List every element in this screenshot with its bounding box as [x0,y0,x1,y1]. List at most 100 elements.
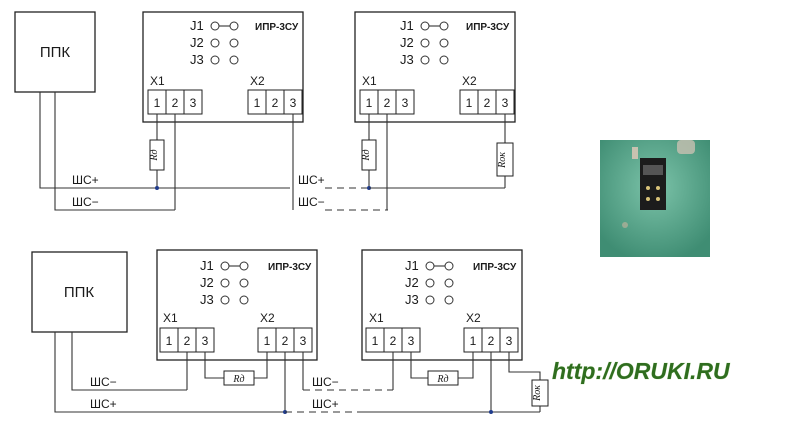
terminal-number: 2 [384,96,391,110]
jumper-pin [444,295,454,305]
jumper-label-j1: J1 [190,18,204,33]
junction-dot [155,186,159,190]
terminal-number: 3 [190,96,197,110]
connector-x1-label: X1 [150,74,165,88]
bottom-wiring: Rд ШС− ШС+ ШС− ШС+ Rд Rок [54,332,549,414]
device-label: ИПР-3СУ [466,22,510,33]
wire-minus [71,332,187,391]
jumper-pin [425,261,435,271]
resistor-rd-label: Rд [149,149,160,161]
wire-rd [458,352,474,379]
terminal-number: 2 [184,334,191,348]
resistor-rok-label: Rок [532,385,543,402]
device-label: ИПР-3СУ [473,262,517,273]
jumper-label-j3: J3 [200,292,214,307]
terminal-number: 1 [372,334,379,348]
resistor-rok-label: Rок [497,152,508,169]
jumper-pin [439,55,449,65]
device-label: ИПР-3СУ [255,22,299,33]
wire-minus [54,92,175,211]
jumper-pin [444,278,454,288]
jumper-pin [239,261,249,271]
jumper-pin [425,278,435,288]
ppk-label: ППК [40,44,71,61]
connector-x2-label: X2 [466,311,481,325]
terminal-number: 2 [488,334,495,348]
wire-rok [508,352,541,380]
jumper-pin [229,55,239,65]
connector-x1-label: X1 [163,311,178,325]
jumper-pin [210,55,220,65]
resistor-rd-label: Rд [232,374,244,385]
ppk-box [31,251,128,333]
jumper-pin [239,295,249,305]
terminal-number: 1 [466,96,473,110]
top-wiring: Rд ШС+ ШС− ШС+ ШС− Rд Rок [39,92,514,211]
jumper-pin [420,55,430,65]
resistor-rd-label: Rд [361,149,372,161]
wire-rd [254,352,268,379]
wire-plus-label: ШС+ [72,173,99,187]
jumper-pin [656,186,660,190]
photo-detail [622,222,628,228]
jumper-pin [646,186,650,190]
photo-detail [632,147,638,159]
wire-rd [204,352,224,379]
terminal-number: 3 [502,96,509,110]
wire-plus-label-2: ШС+ [298,173,325,187]
wire-plus [39,92,290,189]
terminal-number: 2 [282,334,289,348]
terminal-number: 2 [272,96,279,110]
device-1: J1 J2 J3 ИПР-3СУ X1 X2 1 2 3 1 2 3 [142,11,304,123]
junction-dot [489,410,493,414]
jumper-pin [239,278,249,288]
terminal-number: 1 [366,96,373,110]
photo-detail [677,140,695,154]
terminal-x1-3 [395,89,415,115]
jumper-pin [444,261,454,271]
connector-x2-label: X2 [250,74,265,88]
wire-minus-label: ШС− [90,375,117,389]
device-4: J1 J2 J3 ИПР-3СУ X1 X2 1 2 3 1 2 3 [361,249,523,361]
jumper-label-j1: J1 [200,258,214,273]
device-3: J1 J2 J3 ИПР-3СУ X1 X2 1 2 3 1 2 3 [156,249,318,361]
terminal-number: 2 [484,96,491,110]
wire-rd [410,352,428,379]
terminal-number: 1 [154,96,161,110]
jumper-pin [656,197,660,201]
jumper-pin [220,278,230,288]
jumper-pin [425,295,435,305]
connector-x2-label: X2 [260,311,275,325]
jumper-pin [210,38,220,48]
terminal-number: 1 [470,334,477,348]
terminal-number: 1 [254,96,261,110]
jumper-label-j2: J2 [200,275,214,290]
terminal-number: 2 [172,96,179,110]
wire-minus-label-2: ШС− [298,195,325,209]
connector-x1-label: X1 [362,74,377,88]
jumper-pin [229,38,239,48]
jumper-label-j2: J2 [400,35,414,50]
terminal-number: 3 [290,96,297,110]
wire-plus-label-2: ШС+ [312,397,339,411]
jumper-label-j3: J3 [190,52,204,67]
watermark-url: http://ORUKI.RU [552,358,731,384]
device-label: ИПР-3СУ [268,262,312,273]
terminal-x1-3 [183,89,203,115]
jumper-pin [439,21,449,31]
top-diagram: ППК J1 J2 J3 ИПР-3СУ X1 X2 1 2 3 [14,11,516,211]
jumper-pin [220,261,230,271]
jumper-pin [420,38,430,48]
jumper-cap [643,165,663,175]
connector-x1-label: X1 [369,311,384,325]
jumper-photo-icon [600,140,710,257]
terminal-number: 1 [264,334,271,348]
jumper-label-j2: J2 [190,35,204,50]
jumper-label-j1: J1 [405,258,419,273]
wire-plus [54,332,285,413]
terminal-number: 1 [166,334,173,348]
jumper-label-j2: J2 [405,275,419,290]
wire-plus-label: ШС+ [90,397,117,411]
jumper-label-j3: J3 [400,52,414,67]
